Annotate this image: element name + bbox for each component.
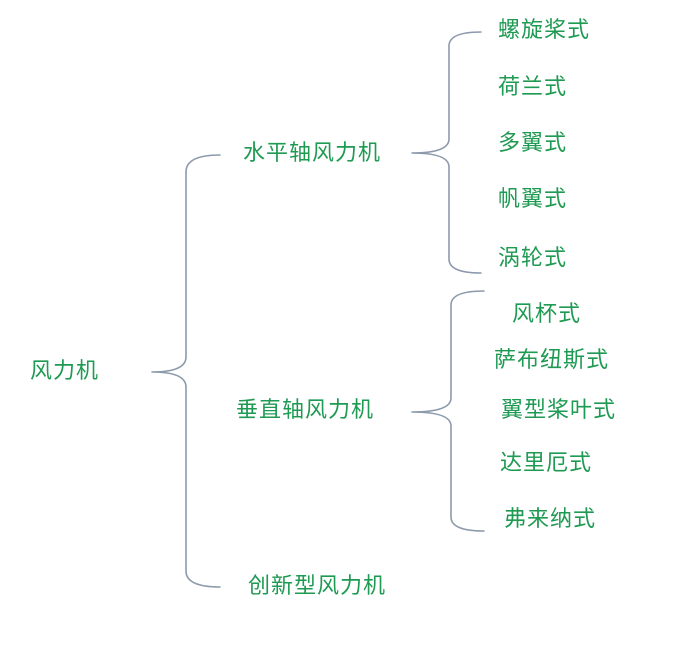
leaf-darrieus: 达里厄式 [500, 451, 593, 476]
leaf-flettner: 弗来纳式 [504, 507, 597, 532]
branch-horizontal-axis: 水平轴风力机 [243, 141, 382, 166]
leaf-propeller: 螺旋桨式 [498, 18, 591, 43]
root-brace [151, 154, 221, 588]
vertical-axis-brace [411, 290, 485, 532]
leaf-cup: 风杯式 [512, 302, 582, 327]
branch-vertical-axis: 垂直轴风力机 [236, 398, 375, 423]
leaf-sail-wing: 帆翼式 [498, 187, 568, 212]
leaf-dutch: 荷兰式 [498, 75, 568, 100]
leaf-savonius: 萨布纽斯式 [494, 348, 610, 373]
leaf-turbine: 涡轮式 [498, 246, 568, 271]
root-label: 风力机 [30, 359, 100, 384]
leaf-airfoil-blade: 翼型桨叶式 [501, 398, 617, 423]
leaf-multi-blade: 多翼式 [498, 131, 568, 156]
horizontal-axis-brace [411, 31, 482, 274]
branch-innovative: 创新型风力机 [248, 574, 387, 599]
